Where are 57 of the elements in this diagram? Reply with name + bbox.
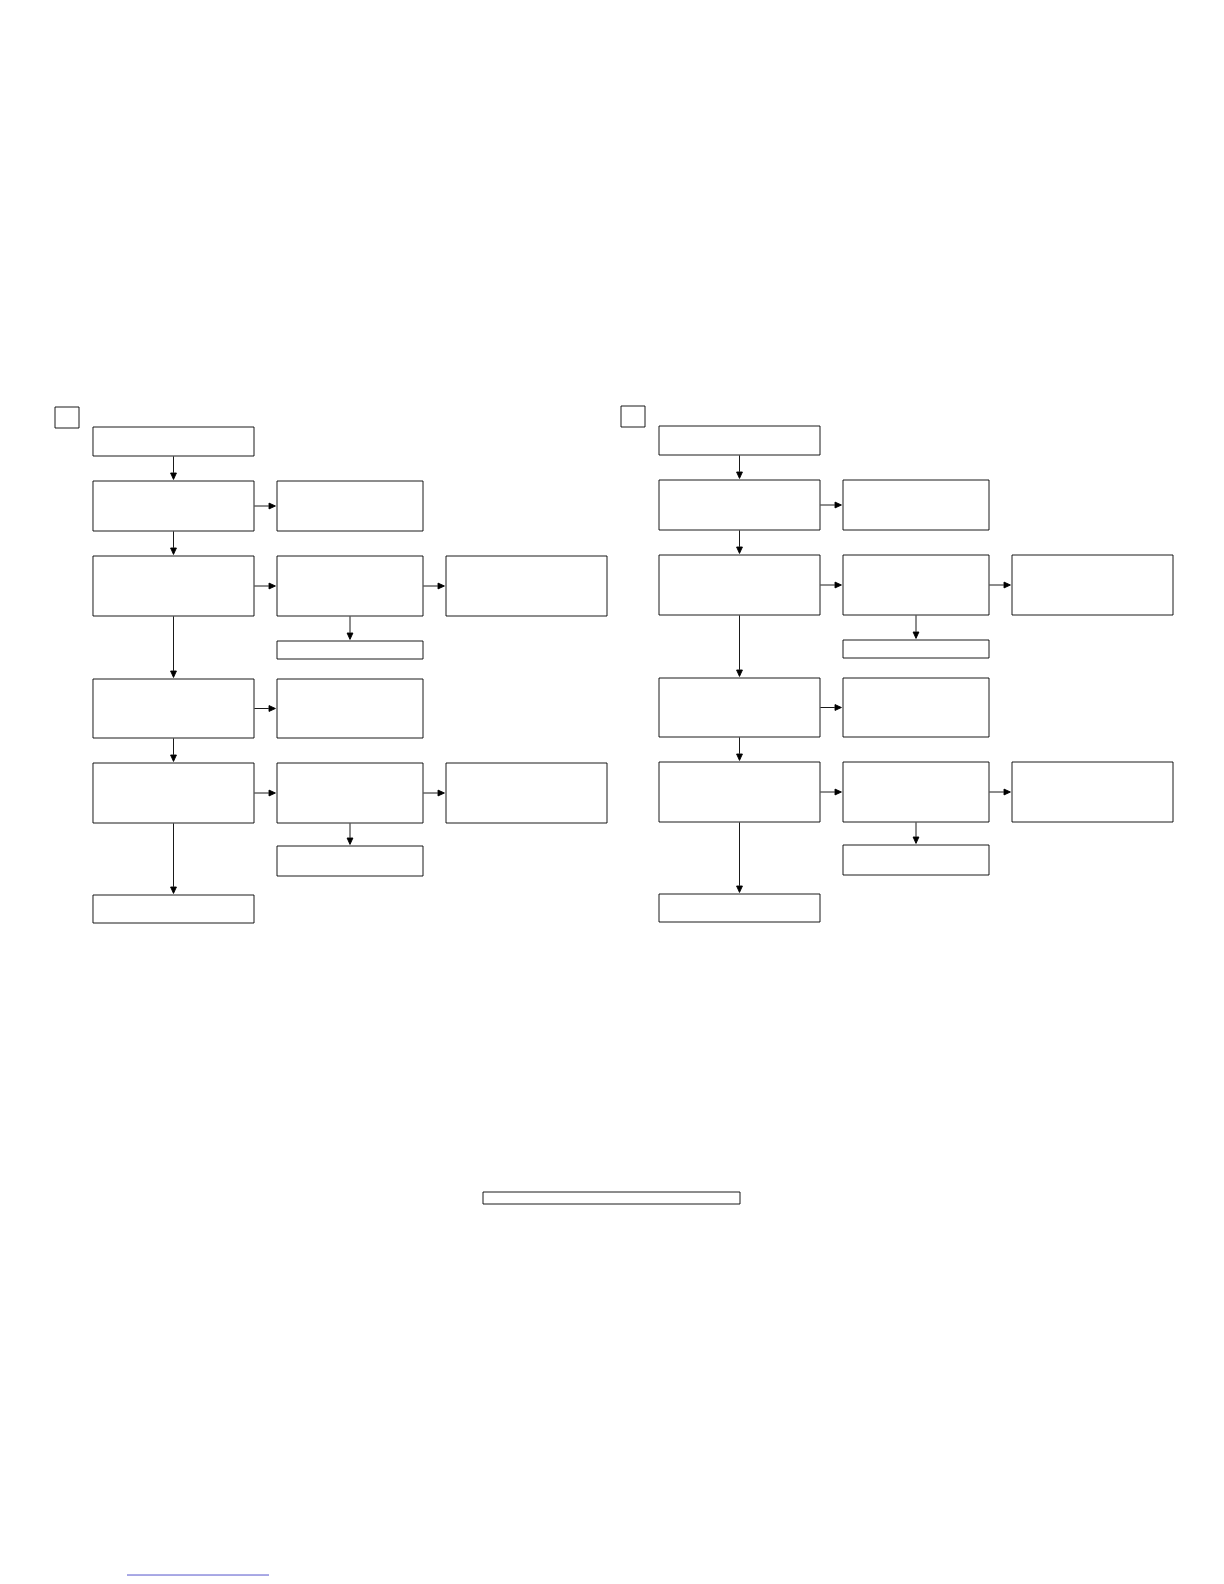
- arrow: [254, 705, 276, 712]
- empty-box: [658, 761, 821, 823]
- empty-box: [658, 554, 821, 616]
- arrow: [820, 581, 842, 589]
- empty-box: [92, 426, 255, 457]
- empty-box: [276, 555, 424, 617]
- empty-box: [658, 893, 821, 923]
- arrow: [736, 530, 743, 554]
- arrow: [820, 704, 842, 711]
- arrow: [423, 789, 445, 797]
- empty-box: [842, 844, 990, 876]
- empty-box: [276, 762, 424, 824]
- arrow: [170, 456, 177, 480]
- arrow: [346, 823, 354, 845]
- empty-box: [276, 678, 424, 739]
- empty-box: [658, 677, 821, 738]
- empty-box: [54, 406, 80, 429]
- empty-box: [445, 555, 608, 617]
- empty-box: [92, 678, 255, 739]
- empty-box: [1011, 554, 1174, 616]
- arrow: [736, 737, 743, 761]
- empty-box: [276, 845, 424, 877]
- arrow: [736, 615, 743, 677]
- empty-box: [620, 405, 646, 428]
- arrow: [820, 788, 842, 796]
- empty-box: [92, 480, 255, 532]
- empty-box: [658, 479, 821, 531]
- empty-box: [658, 425, 821, 456]
- arrow: [170, 616, 177, 678]
- arrow: [346, 616, 354, 640]
- empty-box: [1011, 761, 1174, 823]
- arrow: [170, 738, 177, 762]
- empty-box: [842, 761, 990, 823]
- empty-box: [92, 555, 255, 617]
- arrow: [423, 582, 445, 590]
- arrow: [254, 502, 276, 510]
- arrow: [170, 823, 177, 894]
- arrow: [912, 615, 920, 639]
- empty-box: [276, 480, 424, 532]
- empty-box: [482, 1191, 741, 1205]
- empty-box: [445, 762, 608, 824]
- empty-box: [842, 639, 990, 659]
- empty-box: [842, 677, 990, 738]
- arrow: [736, 822, 743, 893]
- arrow: [170, 531, 177, 555]
- empty-box: [92, 894, 255, 924]
- arrow: [736, 455, 743, 479]
- arrow: [254, 582, 276, 590]
- arrow: [820, 501, 842, 509]
- empty-box: [842, 554, 990, 616]
- arrow: [989, 581, 1011, 589]
- arrow: [989, 788, 1011, 796]
- empty-box: [276, 640, 424, 660]
- empty-box: [842, 479, 990, 531]
- empty-box: [92, 762, 255, 824]
- arrow: [254, 789, 276, 797]
- arrow: [912, 822, 920, 844]
